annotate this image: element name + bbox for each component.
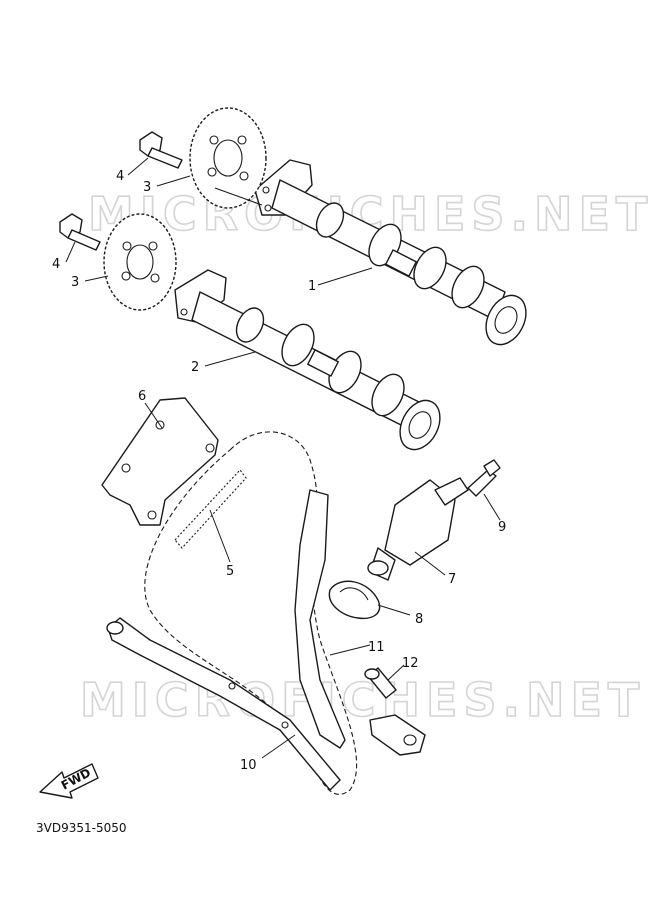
callout-2: 2 bbox=[191, 360, 199, 375]
callout-12: 12 bbox=[402, 656, 419, 671]
camshaft-1 bbox=[254, 159, 527, 346]
callout-9: 9 bbox=[498, 520, 506, 535]
bolt-lower bbox=[59, 213, 101, 251]
callout-6: 6 bbox=[138, 389, 146, 404]
bolt-upper bbox=[139, 131, 183, 169]
callout-4-upper: 4 bbox=[116, 169, 124, 184]
chain-guide-bracket-6 bbox=[101, 397, 219, 526]
chain-guide-10 bbox=[106, 617, 341, 791]
diagram-code: 3VD9351-5050 bbox=[36, 821, 127, 835]
chain-tensioner-7 bbox=[367, 477, 469, 581]
bolt-12 bbox=[364, 667, 397, 699]
callout-7: 7 bbox=[448, 572, 456, 587]
leader-lines bbox=[65, 157, 501, 759]
fwd-arrow-icon: FWD bbox=[39, 763, 99, 799]
callout-5: 5 bbox=[226, 564, 234, 579]
sprocket-lower bbox=[103, 213, 177, 311]
callout-3-upper: 3 bbox=[143, 180, 151, 195]
callout-1: 1 bbox=[308, 279, 316, 294]
bolt-9 bbox=[467, 459, 501, 497]
guide-foot bbox=[369, 714, 426, 756]
gasket-8 bbox=[328, 580, 381, 620]
callout-3-lower: 3 bbox=[71, 275, 79, 290]
callout-8: 8 bbox=[415, 612, 423, 627]
callout-10: 10 bbox=[240, 758, 257, 773]
camshaft-2 bbox=[174, 269, 441, 451]
callout-4-lower: 4 bbox=[52, 257, 60, 272]
timing-chain-5 bbox=[144, 431, 358, 795]
chain-guide-right bbox=[294, 489, 346, 749]
callout-11: 11 bbox=[368, 640, 385, 655]
watermark-bottom: MICROFICHES.NET bbox=[80, 673, 645, 727]
sprocket-upper bbox=[189, 107, 267, 209]
